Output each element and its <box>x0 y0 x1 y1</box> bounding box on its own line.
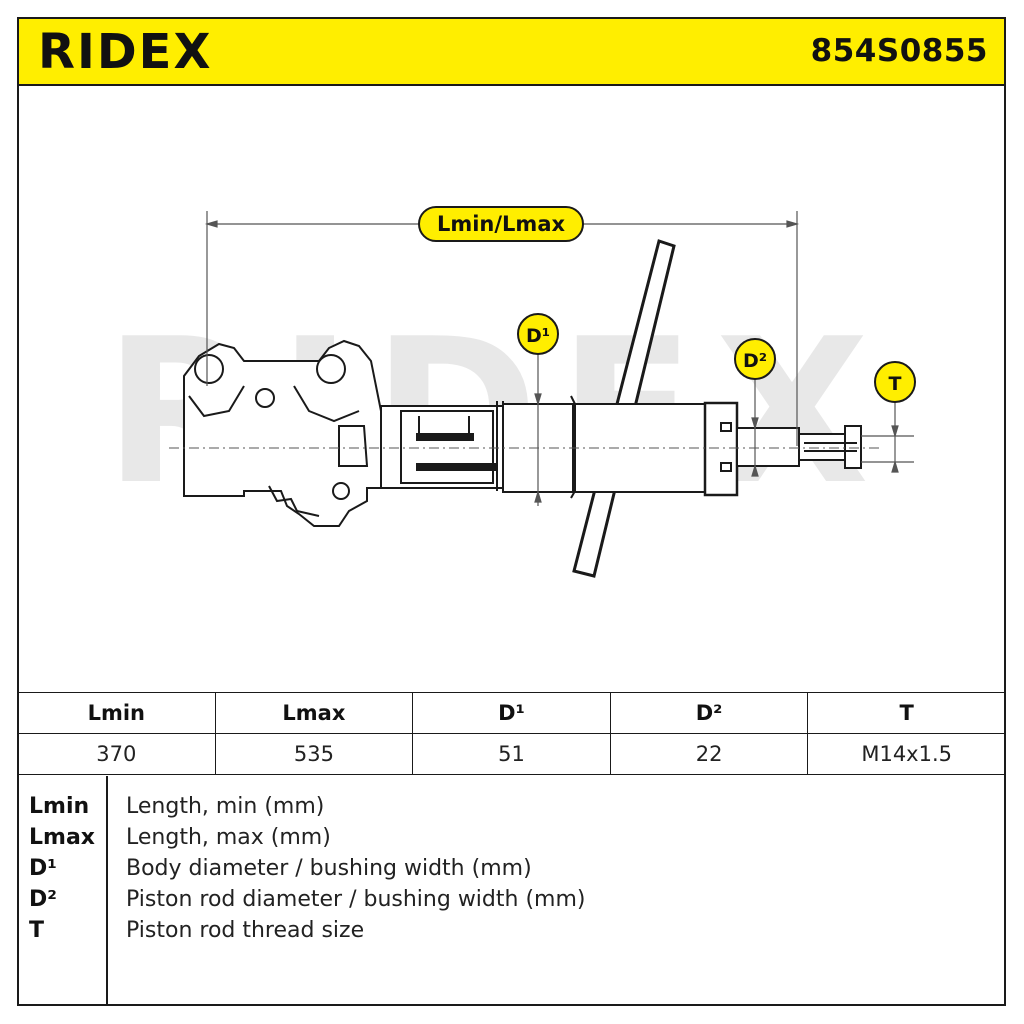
legend-row: D¹ Body diameter / bushing width (mm) <box>17 856 1006 887</box>
legend-desc: Length, min (mm) <box>126 794 325 819</box>
length-badge <box>418 206 584 242</box>
legend-key: Lmax <box>29 825 95 850</box>
specs-value-lmin: 370 <box>17 733 216 775</box>
d1-badge-label: D¹ <box>526 325 550 347</box>
legend-key: T <box>29 918 45 943</box>
specs-value-lmax: 535 <box>214 733 414 775</box>
specs-value-t: M14x1.5 <box>807 733 1006 775</box>
d1-dimension <box>534 354 542 506</box>
svg-text:RIDEX: RIDEX <box>38 24 212 74</box>
legend-divider <box>106 776 108 1006</box>
t-dimension <box>861 402 914 473</box>
legend-row: T Piston rod thread size <box>17 918 1006 949</box>
specs-header-row: Lmin Lmax D¹ D² T <box>17 692 1006 734</box>
legend-desc: Piston rod thread size <box>126 918 365 943</box>
header-bar <box>17 17 1006 86</box>
ridex-logo: RIDEX <box>38 24 212 74</box>
legend-key: D¹ <box>29 856 57 881</box>
shock-absorber-drawing: RIDEX <box>104 206 916 578</box>
d1-badge <box>517 313 559 355</box>
t-badge-label: T <box>889 373 902 395</box>
specs-header-t: T <box>807 692 1006 734</box>
legend-desc: Body diameter / bushing width (mm) <box>126 856 532 881</box>
length-badge-label: Lmin/Lmax <box>437 212 566 236</box>
specs-header-lmin: Lmin <box>17 692 216 734</box>
t-badge <box>874 361 916 403</box>
part-number: 854S0855 <box>810 33 988 69</box>
specs-header-lmax: Lmax <box>214 692 414 734</box>
specs-value-row: 370 535 51 22 M14x1.5 <box>17 733 1006 775</box>
legend-desc: Piston rod diameter / bushing width (mm) <box>126 887 586 912</box>
legend-row: Lmin Length, min (mm) <box>17 794 1006 825</box>
d2-badge <box>734 338 776 380</box>
d2-badge-label: D² <box>743 350 767 372</box>
specs-value-d1: 51 <box>412 733 611 775</box>
legend-row: Lmax Length, max (mm) <box>17 825 1006 856</box>
legend: Lmin Length, min (mm) Lmax Length, max (… <box>17 776 1006 1006</box>
strut-outline <box>183 239 862 578</box>
specs-header-d1: D¹ <box>412 692 611 734</box>
d2-dimension <box>751 378 759 477</box>
legend-key: Lmin <box>29 794 90 819</box>
legend-row: D² Piston rod diameter / bushing width (… <box>17 887 1006 918</box>
legend-key: D² <box>29 887 57 912</box>
specs-header-d2: D² <box>609 692 809 734</box>
legend-desc: Length, max (mm) <box>126 825 331 850</box>
specs-table: Lmin Lmax D¹ D² T 370 535 51 22 M14x1.5 <box>17 692 1006 775</box>
specs-value-d2: 22 <box>609 733 809 775</box>
